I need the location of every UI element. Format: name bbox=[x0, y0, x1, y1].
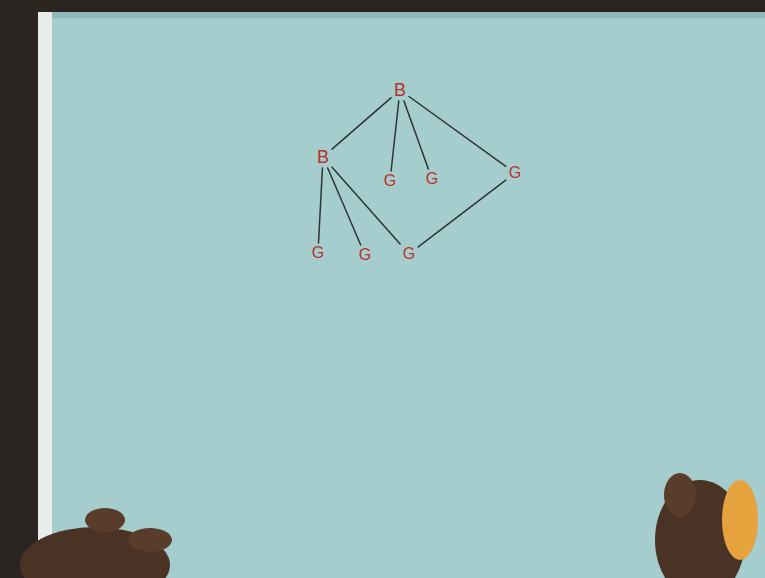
vertex-label: G bbox=[384, 173, 396, 189]
board-frame-top bbox=[0, 0, 765, 12]
vertex-label: B bbox=[394, 81, 406, 99]
hand-right bbox=[655, 473, 758, 578]
graph-vertex: B bbox=[314, 146, 332, 168]
graph-vertex: B bbox=[391, 79, 409, 101]
vertex-label: G bbox=[403, 246, 415, 262]
graph-edge bbox=[404, 101, 428, 169]
graph-edge bbox=[319, 168, 323, 243]
vertex-label: G bbox=[359, 247, 371, 263]
graph-vertex: G bbox=[381, 171, 399, 191]
graph-vertex: G bbox=[400, 244, 418, 264]
graph-edge bbox=[409, 97, 506, 167]
graph-edge bbox=[418, 180, 506, 247]
graph-vertex: G bbox=[309, 243, 327, 263]
vertex-label: G bbox=[312, 245, 324, 261]
graph-vertex: G bbox=[506, 163, 524, 183]
vertex-label: G bbox=[426, 171, 438, 187]
graph-vertex: G bbox=[423, 169, 441, 189]
board-edge-strip bbox=[38, 12, 52, 578]
graph-vertex: G bbox=[356, 245, 374, 265]
graph-edge bbox=[391, 101, 399, 171]
board-frame-left bbox=[0, 0, 38, 578]
graph-edge bbox=[332, 167, 400, 244]
vertex-label: B bbox=[317, 148, 329, 166]
graph-edge bbox=[332, 98, 391, 149]
board-shadow bbox=[52, 12, 765, 18]
graph-edge bbox=[328, 168, 361, 245]
hand-left bbox=[20, 508, 172, 578]
vertex-label: G bbox=[509, 165, 521, 181]
